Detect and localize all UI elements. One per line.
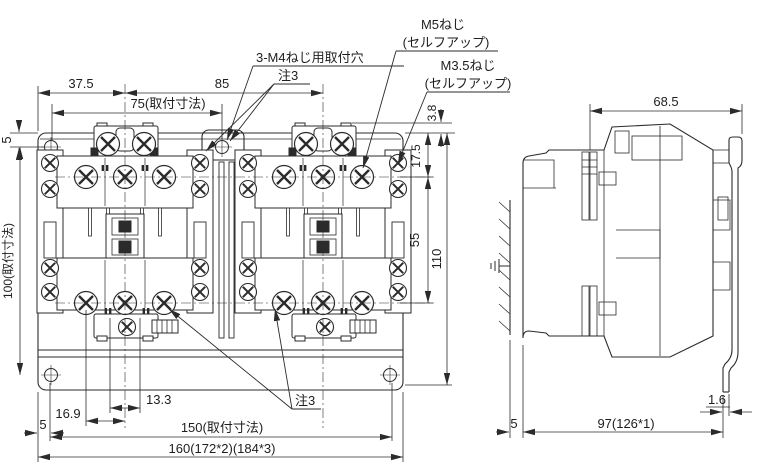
mounting-hole-bottom-left — [40, 364, 62, 386]
callouts: 3-M4ねじ用取付穴 注3 M5ねじ (セルフアップ) M3.5ねじ (セルフア… — [168, 17, 512, 410]
note-mounting-hole: 3-M4ねじ用取付穴 — [256, 50, 364, 65]
dim-16-9: 16.9 — [55, 406, 80, 421]
dim-75: 75(取付寸法) — [130, 96, 205, 111]
dim-100: 100(取付寸法) — [1, 223, 15, 299]
note-3-top: 注3 — [278, 68, 298, 83]
note-m35-selfup: (セルフアップ) — [425, 76, 512, 91]
mounting-hole-top-center — [211, 136, 233, 158]
centerlines — [55, 84, 434, 428]
note-m5-screw: M5ねじ — [421, 17, 465, 32]
dim-1-6: 1.6 — [708, 392, 726, 407]
dim-5-bottom: 5 — [39, 417, 46, 432]
top-mounting-tab — [201, 129, 245, 161]
dimensions-front — [10, 86, 455, 462]
dim-85: 85 — [215, 76, 229, 91]
side-mounting-plate — [717, 136, 743, 393]
dim-17-5: 17.5 — [409, 144, 423, 168]
dim-55: 55 — [407, 233, 422, 247]
side-body — [522, 123, 714, 358]
interlock-bar — [218, 161, 225, 339]
earth-symbol — [490, 259, 510, 273]
side-terminal-screws — [581, 151, 617, 337]
note-m5-selfup: (セルフアップ) — [403, 35, 490, 50]
note-3-bottom: 注3 — [295, 393, 315, 408]
dim-37-5: 37.5 — [68, 76, 93, 91]
mounting-hole-bottom-right — [379, 364, 401, 386]
dim-97: 97(126*1) — [597, 416, 654, 431]
dim-110: 110 — [429, 249, 444, 270]
ground-wall — [490, 200, 511, 335]
dimension-text-front: 37.5 85 75(取付寸法) 5 100(取付寸法) 3.8 17.5 55… — [0, 76, 444, 456]
dim-150: 150(取付寸法) — [181, 420, 263, 435]
dimension-text-side: 68.5 5 97(126*1) 1.6 — [510, 94, 726, 431]
dim-160: 160(172*2)(184*3) — [169, 441, 276, 456]
interlock-bar — [228, 161, 235, 339]
note-m35-screw: M3.5ねじ — [441, 58, 496, 73]
dim-68-5: 68.5 — [653, 94, 678, 109]
side-view — [490, 123, 743, 393]
dim-5-top-left: 5 — [0, 136, 14, 143]
dim-5-side: 5 — [510, 416, 517, 431]
dim-3-8: 3.8 — [425, 104, 439, 121]
dimensions-side — [496, 104, 752, 438]
front-view — [37, 84, 434, 428]
dim-13-3: 13.3 — [146, 392, 171, 407]
